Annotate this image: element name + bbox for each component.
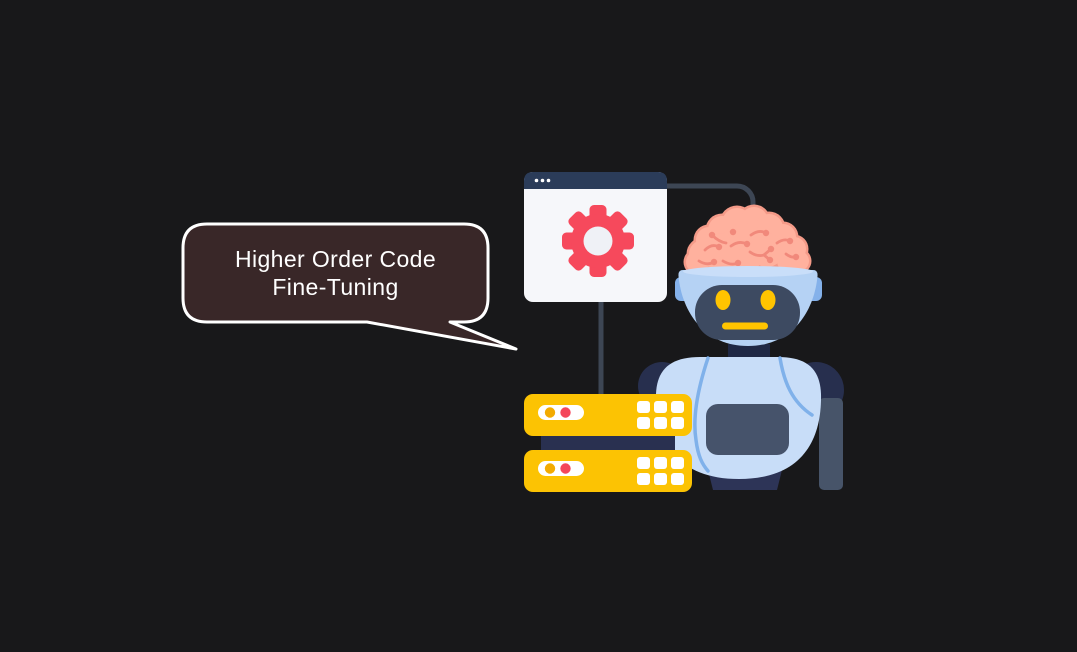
server-led-red [560, 463, 571, 474]
server-unit-1 [524, 394, 692, 436]
chest-panel [706, 404, 789, 455]
server-rack [524, 394, 692, 492]
speech-bubble [181, 222, 518, 351]
robot-brain [683, 204, 812, 276]
robot-arm-right [819, 398, 843, 490]
robot-neck [728, 344, 770, 360]
robot-eye-left [715, 290, 731, 310]
gear-hole [583, 226, 613, 256]
robot-mouth [722, 322, 768, 330]
server-vents [637, 401, 684, 429]
window-titlebar [524, 172, 667, 189]
robot-torso [655, 356, 822, 479]
server-led-red [560, 407, 571, 418]
server-led-amber [544, 407, 556, 418]
browser-window [524, 172, 667, 302]
cable-browser-to-brain [666, 183, 756, 234]
cables [598, 183, 756, 398]
server-vents [637, 457, 684, 485]
server-led-amber [544, 463, 556, 474]
brain-circuit-dots [708, 228, 800, 267]
robot-head [675, 266, 822, 346]
robot-face [695, 285, 800, 340]
robot-eye-right [760, 290, 776, 310]
gear-icon [562, 205, 634, 277]
window-dots-icon [534, 178, 551, 183]
robot-head-rim [683, 266, 813, 277]
torso-accent-lines [693, 356, 814, 473]
server-unit-2 [524, 450, 692, 492]
